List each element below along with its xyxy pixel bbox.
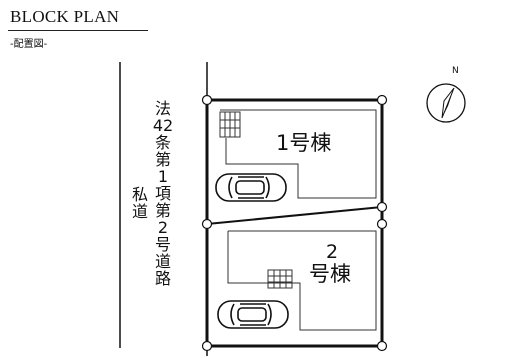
plan-subtitle: -配置図- [10, 39, 48, 50]
boundary-marker [376, 94, 388, 106]
boundary-marker [376, 340, 388, 352]
north-compass-icon [426, 83, 466, 123]
boundary-marker [201, 340, 213, 352]
boundary-marker [201, 94, 213, 106]
private-road-label: 私 道 [131, 185, 148, 221]
building-1-outline [220, 109, 377, 199]
building-1-label: 1号棟 [276, 131, 332, 155]
car-2 [217, 300, 289, 329]
building-2-outline [227, 230, 377, 331]
building-2-label-number: 2 [326, 241, 339, 263]
boundary-markers [201, 94, 388, 352]
lot-1 [205, 98, 384, 224]
plan-title: BLOCK PLAN [10, 7, 120, 26]
boundary-marker [376, 218, 388, 230]
building-2-label: 号棟 [309, 262, 351, 286]
meter-box-1 [219, 111, 241, 138]
car-1 [215, 173, 287, 202]
road-designation-label: 法 42 条 第 1 項 第 2 号 道 路 [152, 99, 174, 288]
lot-2 [205, 207, 384, 348]
compass-north-label: N [452, 66, 459, 76]
meter-box-2 [267, 269, 293, 289]
boundary-marker [376, 201, 388, 213]
boundary-marker [201, 218, 213, 230]
title-underline [8, 30, 148, 31]
lot-divider [206, 206, 383, 225]
